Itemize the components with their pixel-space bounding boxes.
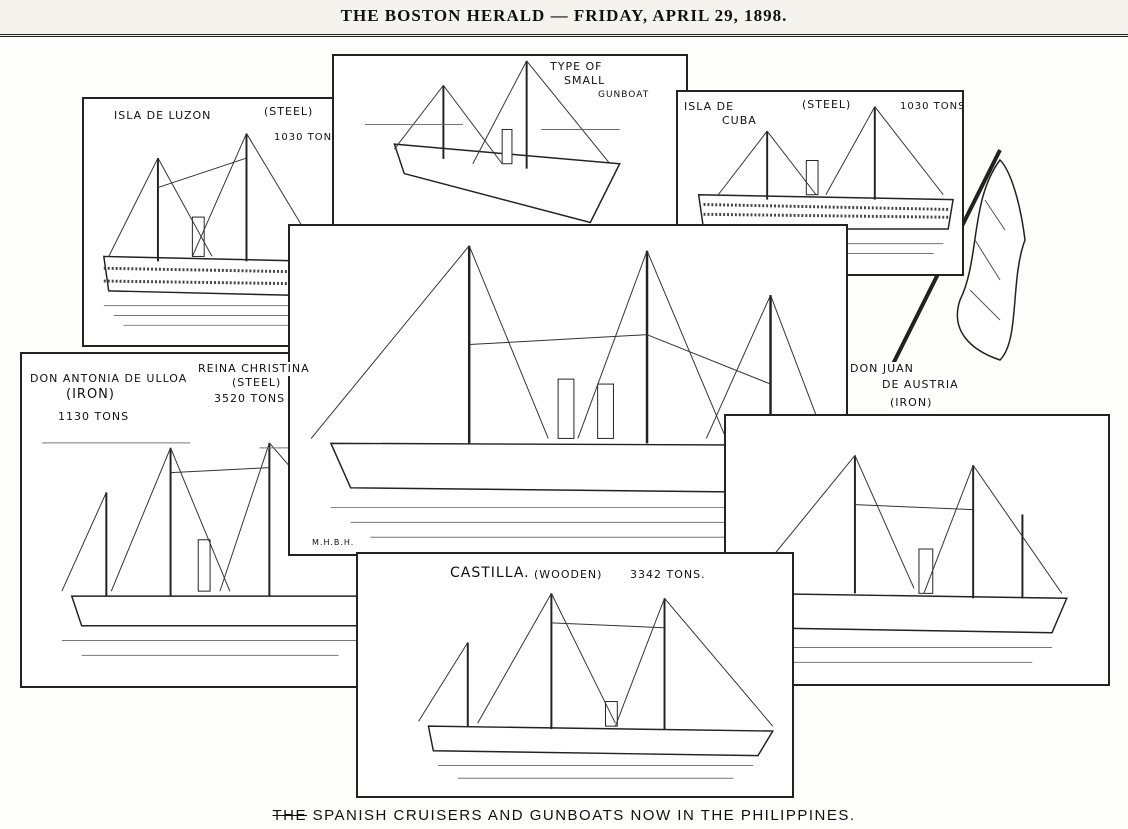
gunboat-caption-line1: TYPE OF bbox=[550, 60, 603, 73]
austria-name-label-line1: DON JUAN bbox=[850, 362, 914, 376]
ship-luzon-illustration bbox=[102, 133, 322, 326]
reina-material-label: (STEEL) bbox=[232, 376, 282, 390]
ship-name-label: DON ANTONIA DE ULLOA bbox=[30, 372, 188, 385]
ship-tonnage-label: 1030 TONS bbox=[900, 101, 964, 112]
ship-name-label: CASTILLA. bbox=[450, 565, 530, 581]
ship-name-label: ISLA DE LUZON bbox=[114, 109, 212, 122]
newspaper-dateline: THE BOSTON HERALD — FRIDAY, APRIL 29, 18… bbox=[340, 6, 788, 25]
austria-name-label-line2: DE AUSTRIA bbox=[882, 378, 959, 392]
ship-material-label: (STEEL) bbox=[264, 105, 314, 118]
ship-name-label-line2: CUBA bbox=[722, 114, 757, 127]
artist-signature: M.H.B.H. bbox=[312, 538, 355, 547]
ship-cuba-illustration bbox=[697, 106, 954, 254]
ship-tonnage-label: 3342 TONS. bbox=[630, 568, 706, 581]
panel-type-of-small-gunboat: TYPE OF SMALL GUNBOAT bbox=[332, 54, 688, 249]
reina-tonnage-label: 3520 TONS bbox=[214, 392, 286, 406]
reina-name-label: REINA CHRISTINA bbox=[198, 362, 310, 376]
ship-gunboat-illustration bbox=[365, 60, 621, 224]
ship-castilla-illustration bbox=[418, 593, 775, 779]
austria-material-label: (IRON) bbox=[890, 396, 933, 410]
ship-material-label: (WOODEN) bbox=[534, 568, 603, 581]
ship-name-label-line1: ISLA DE bbox=[684, 100, 735, 113]
gunboat-caption-line3: GUNBOAT bbox=[598, 90, 650, 100]
ship-material-label: (IRON) bbox=[66, 387, 115, 402]
ship-material-label: (STEEL) bbox=[802, 98, 852, 111]
ship-tonnage-label: 1030 TONS bbox=[274, 132, 340, 143]
caption-struck-word: THE bbox=[272, 807, 307, 824]
page-caption: THE SPANISH CRUISERS AND GUNBOATS NOW IN… bbox=[0, 807, 1128, 824]
panel-castilla: CASTILLA. (WOODEN) 3342 TONS. bbox=[356, 552, 794, 798]
gunboat-caption-line2: SMALL bbox=[564, 74, 606, 87]
masthead: THE BOSTON HERALD — FRIDAY, APRIL 29, 18… bbox=[0, 0, 1128, 37]
caption-text: SPANISH CRUISERS AND GUNBOATS NOW IN THE… bbox=[306, 807, 856, 824]
ship-tonnage-label: 1130 TONS bbox=[58, 410, 130, 423]
ship-reina-christina-illustration bbox=[310, 245, 826, 538]
ship-austria-illustration bbox=[745, 455, 1068, 663]
